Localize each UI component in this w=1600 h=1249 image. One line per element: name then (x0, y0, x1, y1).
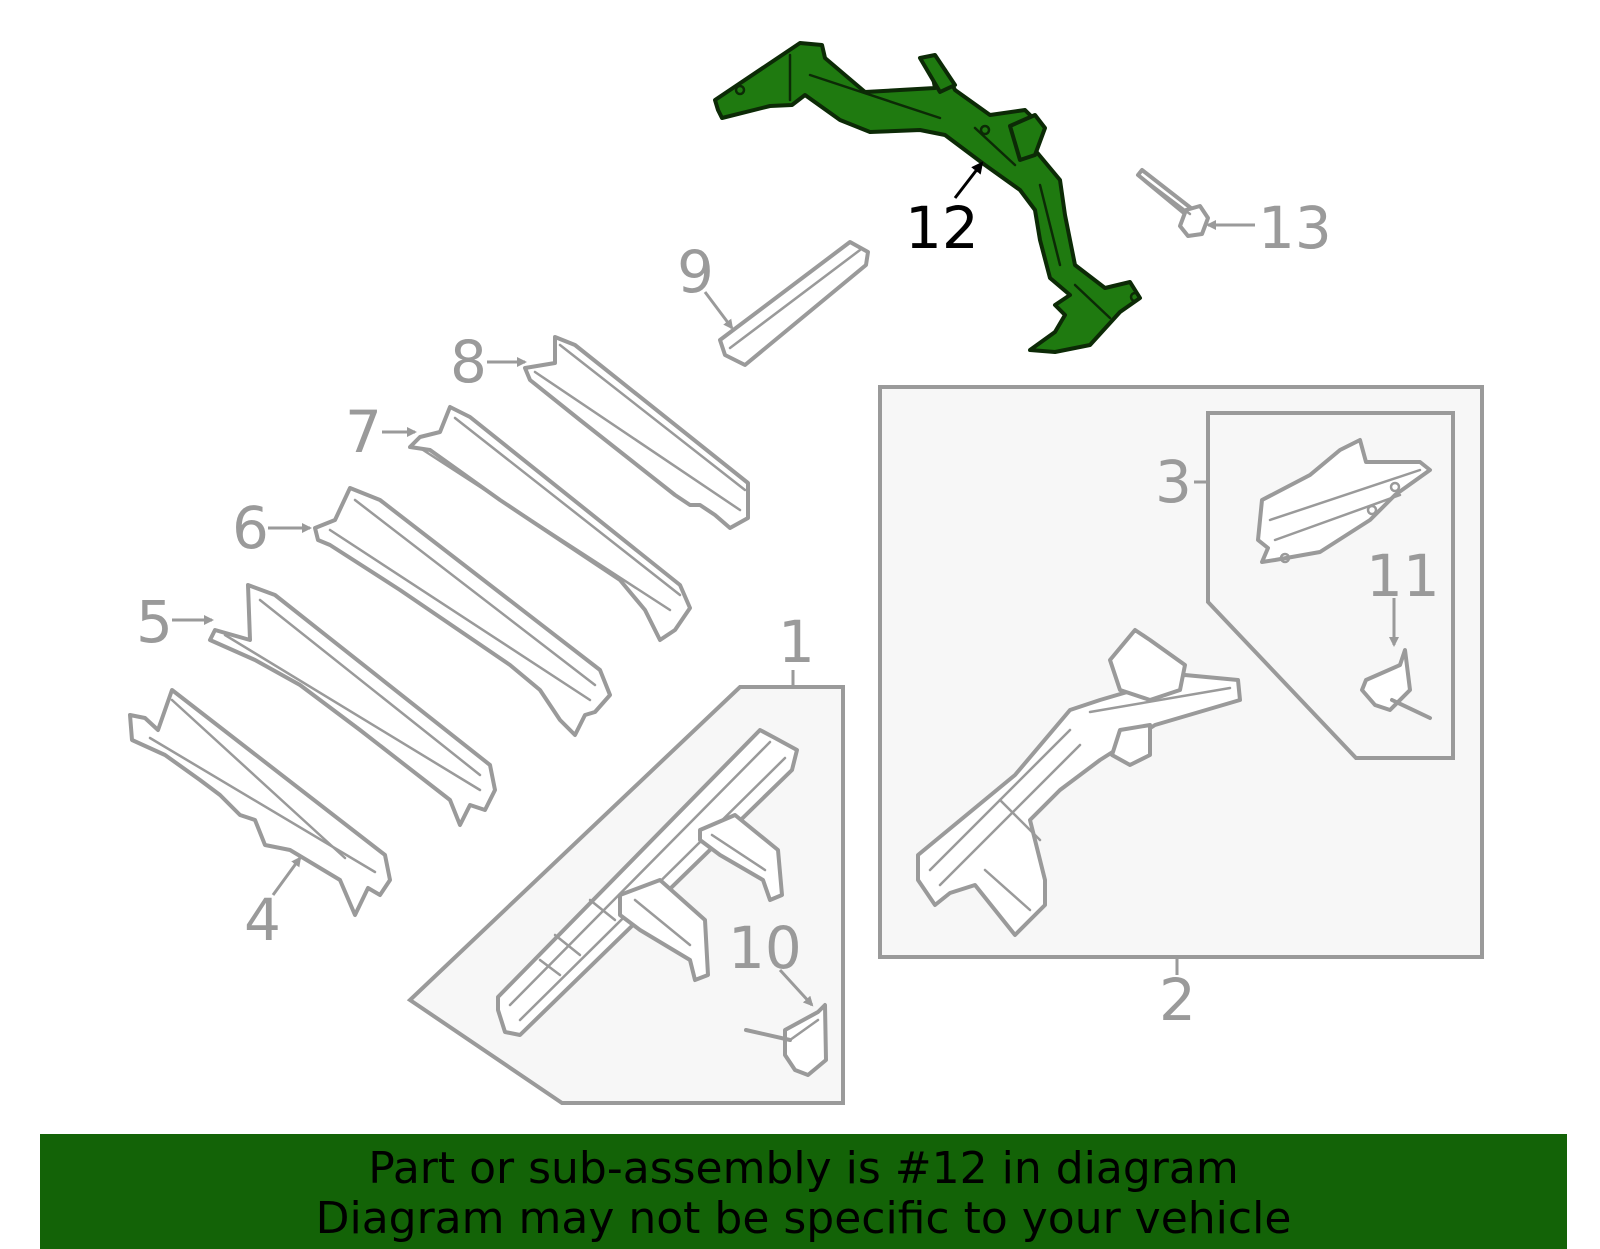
part-8-crossmember (523, 335, 750, 530)
callout-9: 9 (677, 238, 714, 306)
footer-banner: Part or sub-assembly is #12 in diagram D… (40, 1134, 1567, 1249)
callout-13: 13 (1258, 194, 1332, 262)
callout-12: 12 (905, 194, 979, 262)
callout-11: 11 (1366, 542, 1440, 610)
part-5-crossmember (208, 583, 497, 827)
part-12-highlighted-crossmember (713, 41, 1142, 354)
part-6-crossmember (313, 486, 612, 737)
part-10-bracket (744, 1003, 828, 1077)
part-2-rail-assembly (916, 628, 1242, 937)
footer-line-2: Diagram may not be specific to your vehi… (315, 1193, 1292, 1244)
footer-line-1: Part or sub-assembly is #12 in diagram (368, 1143, 1239, 1194)
callout-8: 8 (450, 328, 487, 396)
callout-7: 7 (345, 398, 382, 466)
part-1-rail (496, 728, 799, 1037)
callout-2: 2 (1159, 966, 1196, 1034)
part-11-bracket (1360, 648, 1432, 720)
callout-6: 6 (232, 494, 269, 562)
part-13-bolt (1136, 168, 1210, 238)
callout-3: 3 (1155, 448, 1192, 516)
part-4-crossmember (128, 688, 392, 917)
callout-5: 5 (136, 588, 173, 656)
part-3-rail-section (1256, 438, 1432, 564)
part-7-crossmember (408, 405, 692, 642)
parts-diagram: 1 2 3 4 5 6 7 8 9 10 11 12 13 (128, 41, 1484, 1105)
callout-10: 10 (728, 914, 802, 982)
part-9-plate (718, 240, 870, 367)
callout-4: 4 (244, 886, 281, 954)
callout-1: 1 (778, 608, 815, 676)
